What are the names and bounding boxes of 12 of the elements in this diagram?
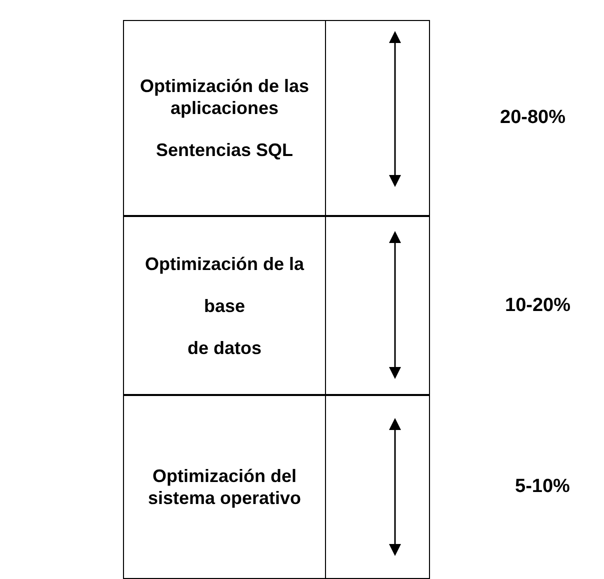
table-cell	[123, 395, 326, 579]
percentage-label: 5-10%	[515, 476, 570, 498]
table-cell	[123, 216, 326, 395]
table-cell	[123, 20, 326, 216]
cell-text: base	[204, 294, 246, 316]
cell-text: Optimización del sistema operativo	[146, 465, 302, 509]
cell-text: Sentencias SQL	[156, 139, 294, 161]
percentage-label: 20-80%	[500, 107, 566, 129]
percentage-label: 10-20%	[505, 294, 570, 316]
cell-text: de datos	[187, 336, 262, 358]
cell-text: Optimización de la	[144, 252, 304, 274]
cell-text: Optimización de las aplicaciones	[138, 75, 310, 119]
